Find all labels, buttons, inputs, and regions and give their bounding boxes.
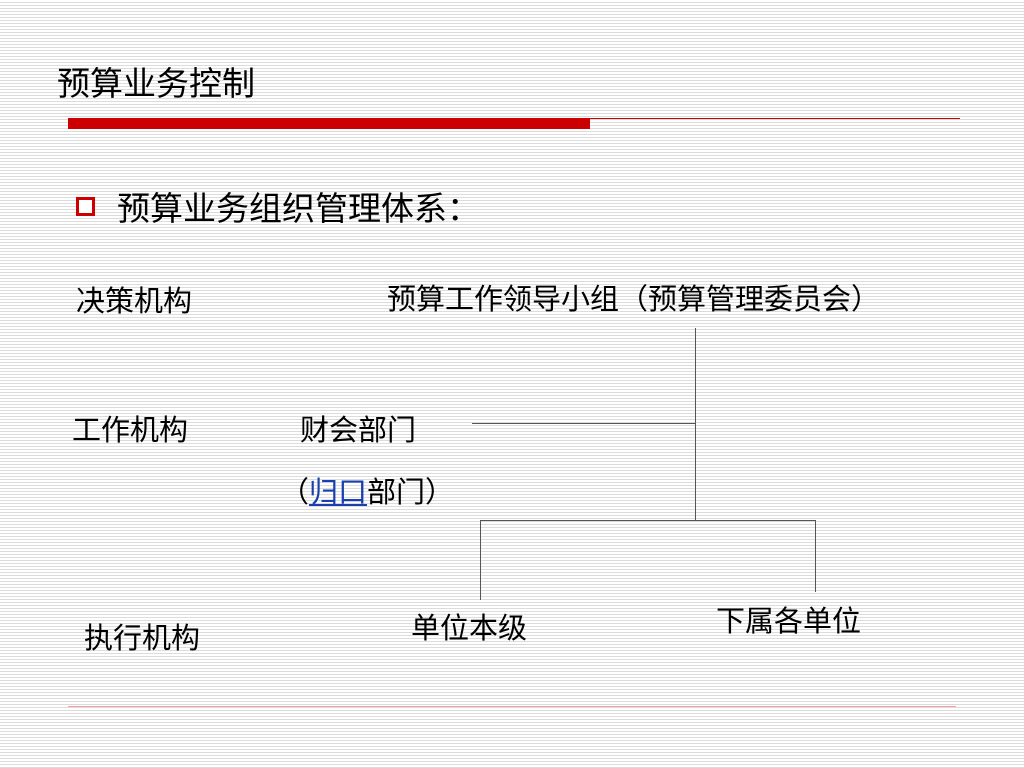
gk-close: 部门） [367,475,455,509]
connector-finance-horizontal [472,423,696,424]
connector-branch-left [480,520,481,600]
node-self-unit: 单位本级 [411,611,528,645]
connector-main-vertical [695,328,696,520]
title-underline-thick [68,118,590,129]
label-decision-body: 决策机构 [76,284,193,318]
gk-open-paren: （ [280,475,310,509]
title-underline-thin [590,118,960,119]
label-work-body: 工作机构 [72,413,189,447]
connector-branch-right [815,520,816,592]
gk-link[interactable]: 归口 [309,475,368,509]
label-execution-body: 执行机构 [84,621,201,655]
bullet-square-icon [76,197,95,216]
slide-title: 预算业务控制 [57,64,255,103]
node-finance-dept: 财会部门 [300,413,417,447]
section-heading: 预算业务组织管理体系： [117,189,480,228]
node-leadership-group: 预算工作领导小组（预算管理委员会） [387,282,881,316]
connector-branch-horizontal [480,520,816,521]
node-subordinate-units: 下属各单位 [716,604,862,638]
node-gk-dept: （归口部门） [280,474,454,510]
footer-line [68,706,956,707]
